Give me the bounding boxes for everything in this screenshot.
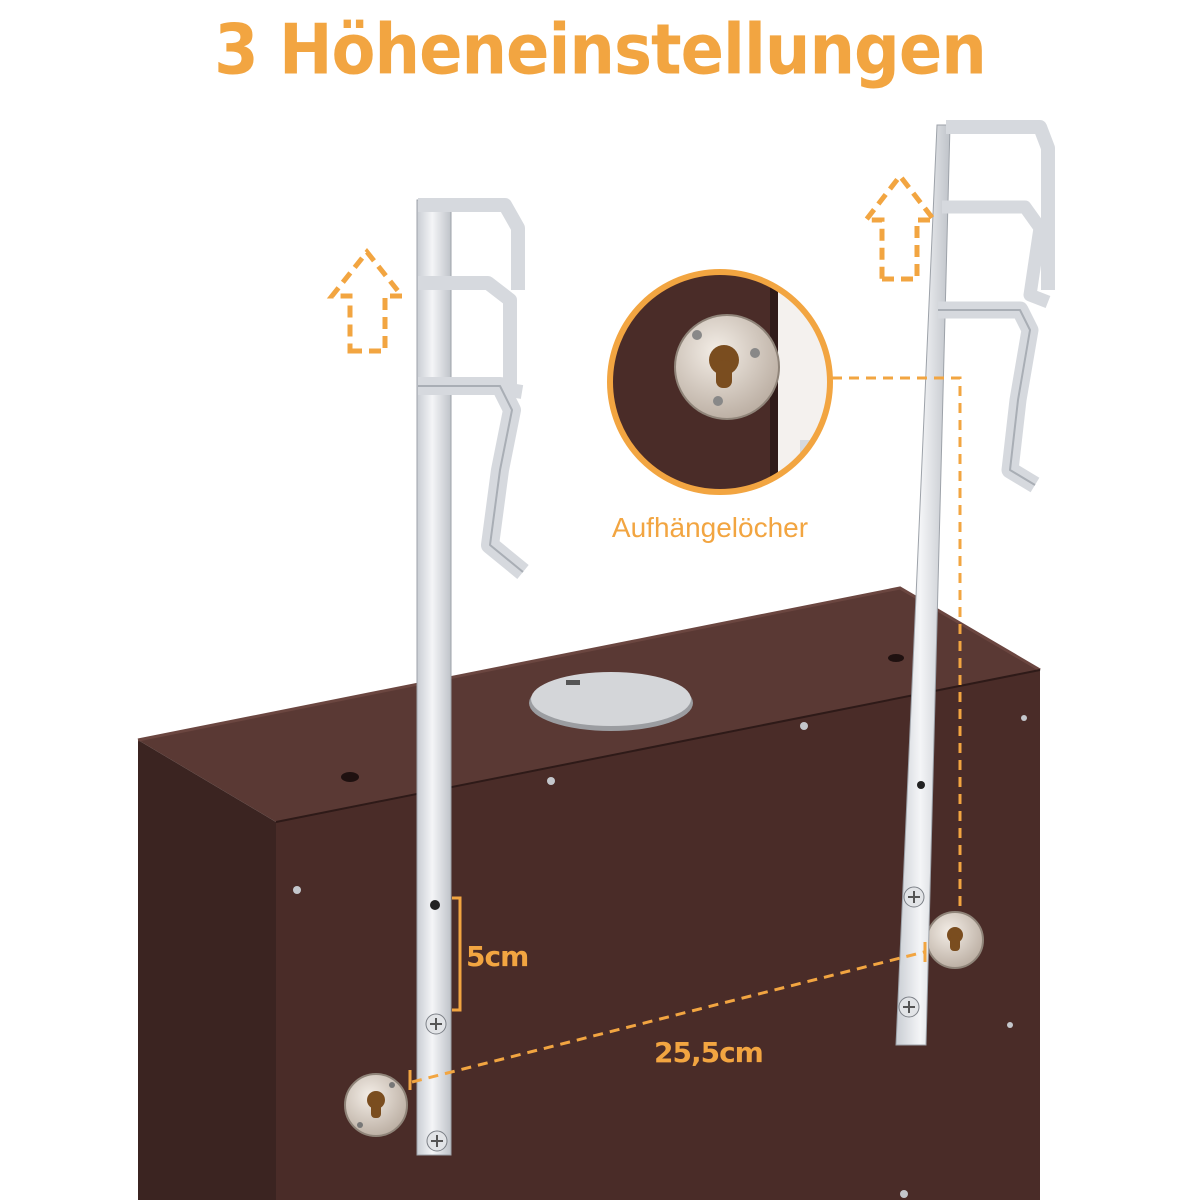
screw-icon bbox=[898, 996, 920, 1018]
top-lid bbox=[529, 672, 693, 731]
measurement-lines bbox=[408, 376, 962, 1090]
screw-icon bbox=[903, 886, 925, 908]
height-bracket bbox=[452, 896, 462, 1012]
headline: 3 Höheneinstellungen bbox=[214, 11, 987, 91]
hanging-hole-zoom bbox=[607, 269, 833, 495]
hanging-holes-label: Aufhängelöcher bbox=[611, 512, 809, 543]
arrow-up-dashed-icon bbox=[326, 247, 408, 354]
screw-icon bbox=[425, 1013, 447, 1035]
hole-spacing-label: 5cm bbox=[466, 940, 529, 973]
hook-distance-label: 25,5cm bbox=[654, 1036, 764, 1069]
keyhole-icon bbox=[926, 911, 984, 969]
keyhole-icon bbox=[344, 1073, 408, 1137]
screw-icon bbox=[426, 1130, 448, 1152]
left-hook bbox=[416, 198, 529, 1156]
arrow-up-dashed-icon bbox=[860, 171, 940, 282]
right-hook bbox=[895, 120, 1055, 1046]
cabinet-side-face bbox=[138, 740, 276, 1200]
